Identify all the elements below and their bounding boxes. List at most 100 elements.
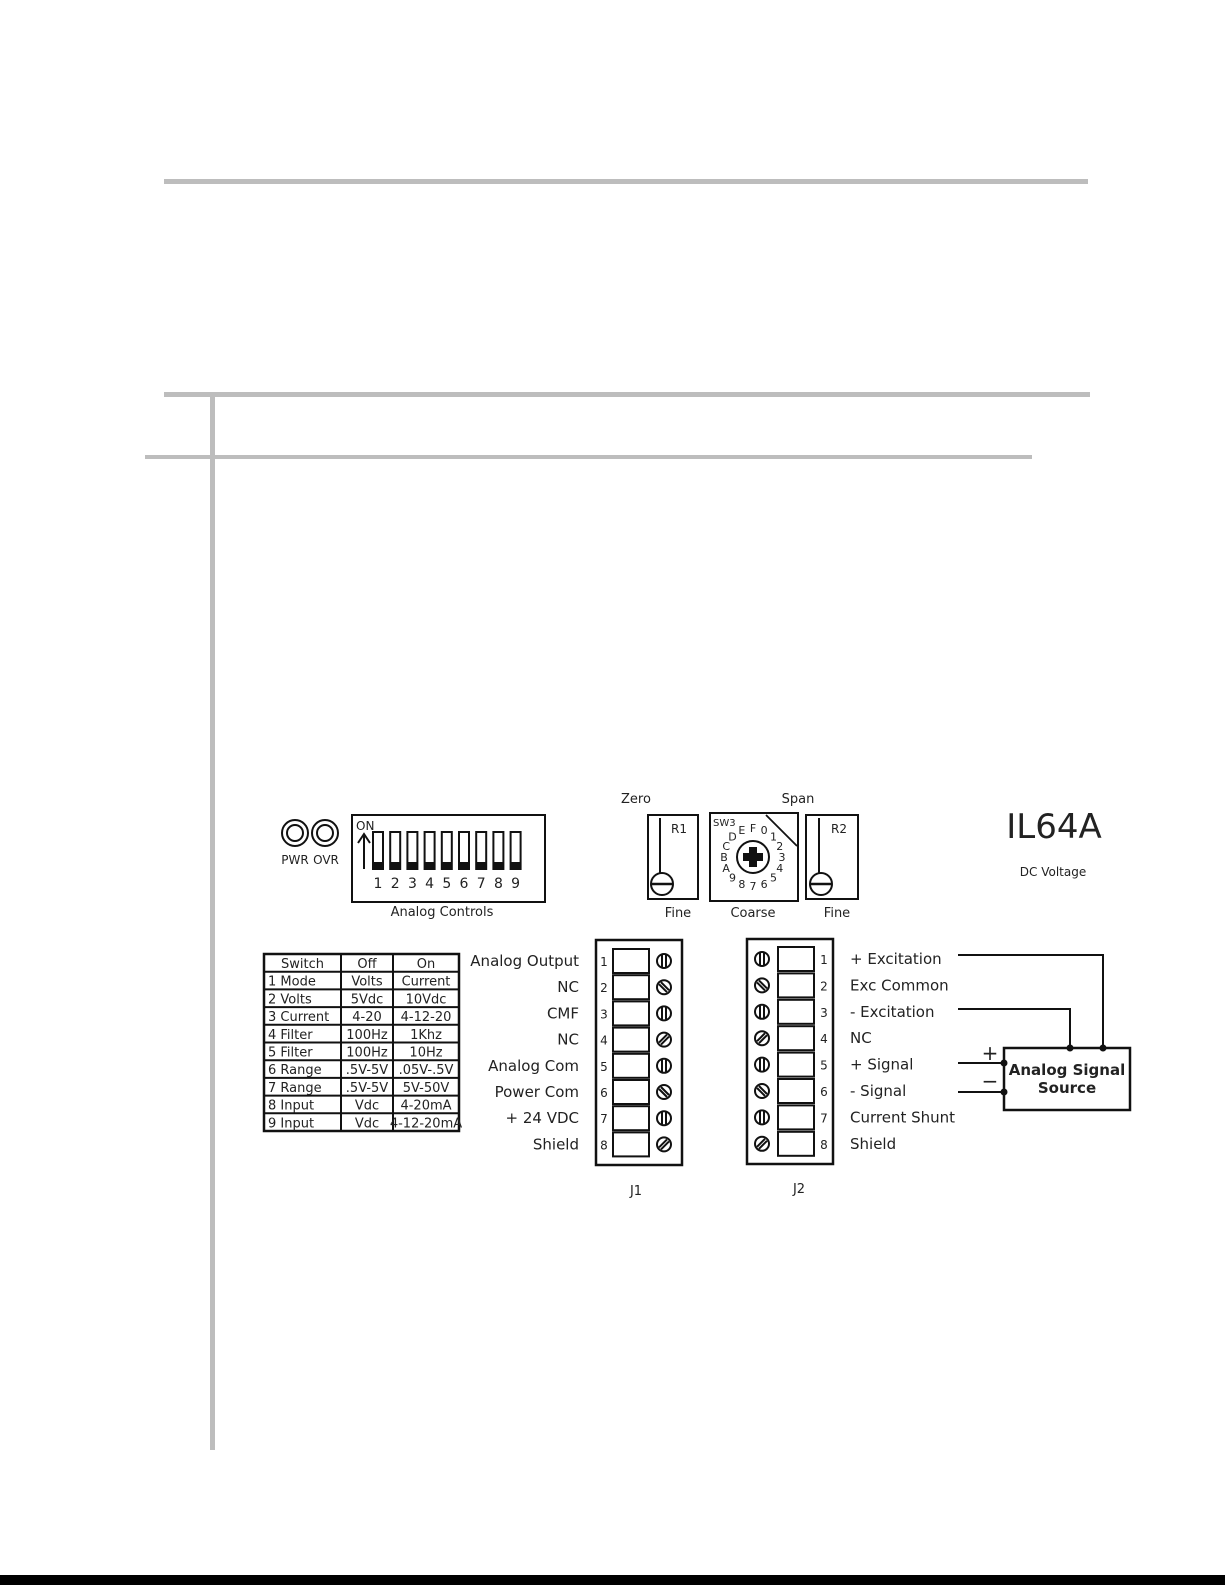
j1-pin-8[interactable]: 8 <box>600 1131 672 1158</box>
dip-number: 5 <box>442 876 451 892</box>
switch-table-cell: 9 Input <box>268 1116 314 1131</box>
j2-pin-number: 4 <box>820 1032 828 1046</box>
j1-pin-label: NC <box>557 978 579 996</box>
dip-number: 4 <box>425 876 434 892</box>
dial-char: F <box>750 822 756 835</box>
switch-table-cell: 8 Input <box>268 1099 314 1114</box>
r2-label: R2 <box>831 822 847 836</box>
j1-label: J1 <box>629 1184 642 1199</box>
j1-pin-label: Power Com <box>495 1083 579 1101</box>
r2-trim-pot-icon <box>809 818 833 896</box>
section-divider <box>164 392 1090 397</box>
source-label-line1: Analog Signal <box>1009 1061 1125 1079</box>
j2-pin-1[interactable]: 1 <box>754 946 828 972</box>
j1-pin-label: + 24 VDC <box>506 1109 579 1127</box>
switch-table-cell: 3 Current <box>268 1010 329 1025</box>
j2-pin-8[interactable]: 8 <box>754 1130 828 1157</box>
j1-pin-3[interactable]: 3 <box>600 1000 672 1027</box>
sw3-box <box>709 812 799 902</box>
dip-switch-9[interactable] <box>509 831 522 870</box>
dial-char: 4 <box>776 862 783 875</box>
j2-pin-label: - Signal <box>850 1082 906 1100</box>
dip-switch-8[interactable] <box>492 831 505 870</box>
dip-number: 6 <box>460 876 469 892</box>
wire-plus-excitation <box>958 954 1104 1048</box>
j1-pin-6[interactable]: 6 <box>600 1079 672 1105</box>
switch-table-cell: 100Hz <box>346 1046 388 1061</box>
ovr-led-icon <box>311 819 339 847</box>
dip-switch-7[interactable] <box>475 831 488 870</box>
j2-pin-number: 2 <box>820 979 828 993</box>
dial-char: B <box>720 851 728 864</box>
model-name: IL64A <box>1006 807 1102 847</box>
switch-table-row: 5 Filter 100Hz 10Hz <box>268 1046 443 1061</box>
pwr-led-icon <box>281 819 309 847</box>
j2-pin-number: 7 <box>820 1111 828 1125</box>
zero-label: Zero <box>621 792 651 807</box>
switch-table-cell: 7 Range <box>268 1081 322 1096</box>
j1-pin-1[interactable]: 1 <box>600 948 672 974</box>
dip-switch-6[interactable] <box>458 831 470 870</box>
dial-char: A <box>722 862 730 875</box>
dip-switch-2[interactable] <box>389 831 402 870</box>
switch-table-cell: 5Vdc <box>351 992 384 1007</box>
r1-fine-label: Fine <box>665 906 691 921</box>
terminal-screw-icon <box>754 1030 770 1047</box>
dial-char: 2 <box>776 840 783 853</box>
j2-pin-5[interactable]: 5 <box>754 1051 828 1078</box>
j1-pin-label: NC <box>557 1031 579 1049</box>
j1-pin-label: Analog Com <box>488 1057 579 1075</box>
switch-table-cell: 1 Mode <box>268 975 316 990</box>
source-wiring <box>958 954 1104 1093</box>
dip-switch-3[interactable] <box>406 831 419 870</box>
wire-minus-excitation <box>958 1008 1071 1048</box>
dip-caption: Analog Controls <box>391 905 494 920</box>
j2-pin-number: 3 <box>820 1006 828 1020</box>
j2-pin-2[interactable]: 2 <box>754 972 828 999</box>
terminal-screw-icon <box>754 1109 770 1126</box>
switch-table-cell: 5V-50V <box>403 1081 450 1096</box>
pwr-label: PWR <box>281 853 308 867</box>
switch-table-cell: 5 Filter <box>268 1046 313 1061</box>
j2-pin-6[interactable]: 6 <box>754 1078 828 1104</box>
dial-char: C <box>722 840 730 853</box>
terminal-screw-icon <box>656 1110 672 1127</box>
dip-switch-4[interactable] <box>423 831 436 870</box>
j1-pin-4[interactable]: 4 <box>600 1026 672 1053</box>
j2-pin-3[interactable]: 3 <box>754 998 828 1025</box>
j1-pin-2[interactable]: 2 <box>600 974 672 1001</box>
switch-table-cell: .05V-.5V <box>399 1063 454 1078</box>
switch-table-cell: 2 Volts <box>268 992 312 1007</box>
switch-table-cell: 4-12-20 <box>401 1010 452 1025</box>
terminal-screw-icon <box>656 953 672 969</box>
j2-pin-4[interactable]: 4 <box>754 1025 828 1052</box>
dip-on-label: ON <box>356 819 374 833</box>
j2-pin-label: + Signal <box>850 1056 913 1074</box>
source-label-line2: Source <box>1038 1079 1096 1097</box>
coarse-label: Coarse <box>730 906 775 921</box>
switch-table-cell: 10Hz <box>409 1046 442 1061</box>
switch-table-header-cell: Switch <box>281 957 324 972</box>
j2-pin-number: 6 <box>820 1085 828 1099</box>
dip-switch-5[interactable] <box>440 831 453 870</box>
span-label: Span <box>782 792 815 807</box>
j2-pin-7[interactable]: 7 <box>754 1104 828 1131</box>
dial-char: 0 <box>761 824 768 837</box>
j1-pin-number: 2 <box>600 981 608 995</box>
j1-pin-7[interactable]: 7 <box>600 1105 672 1132</box>
j1-pin-number: 4 <box>600 1034 608 1048</box>
dip-number: 1 <box>374 876 383 892</box>
sw3-label: SW3 <box>713 818 736 829</box>
j1-pin-number: 7 <box>600 1112 608 1126</box>
j1-pin-5[interactable]: 5 <box>600 1052 672 1079</box>
dip-switch-1[interactable] <box>372 831 384 870</box>
terminal-screw-icon <box>754 1003 770 1020</box>
switch-table-cell: 4-12-20mA <box>390 1116 462 1131</box>
